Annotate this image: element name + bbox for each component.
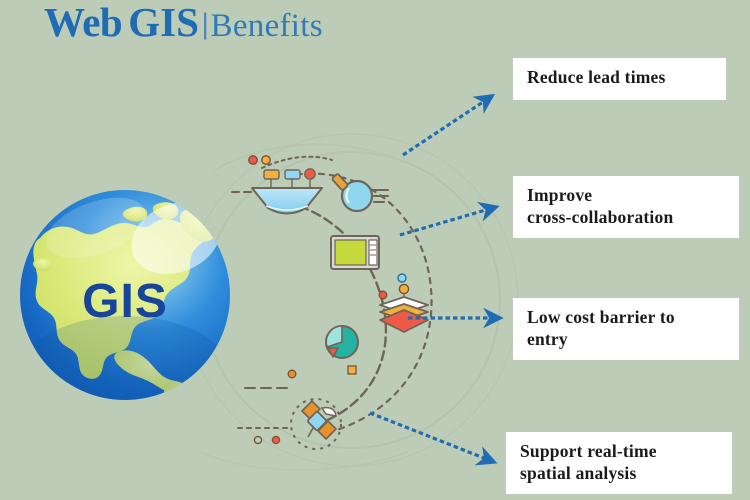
globe-label: GIS — [82, 275, 168, 328]
benefit-line-2: spatial analysis — [520, 462, 637, 483]
globe-sphere — [20, 190, 230, 400]
globe-landmasses — [21, 197, 229, 400]
benefit-box-reduce-lead-times[interactable]: Reduce lead times — [513, 58, 726, 100]
monitor-display-icon — [330, 235, 380, 270]
benefit-line-1: Support real-time — [520, 441, 657, 461]
title-divider: | — [201, 7, 209, 40]
data-collection-icon — [251, 168, 323, 215]
benefit-line-1: Reduce lead times — [527, 67, 666, 87]
map-layers-icon — [379, 283, 429, 333]
title-gis: GIS — [128, 0, 199, 45]
arrow-to-benefit-1 — [399, 201, 500, 237]
title-benefits: Benefits — [210, 8, 323, 44]
pie-chart-icon — [325, 325, 359, 359]
benefit-box-low-cost-barrier[interactable]: Low cost barrier to entry — [513, 298, 739, 360]
benefit-box-improve-cross-collaboration[interactable]: Improve cross-collaboration — [513, 176, 739, 238]
title-web: Web — [44, 0, 123, 45]
benefit-line-2: cross-collaboration — [527, 206, 674, 227]
magnifier-search-icon — [331, 173, 389, 213]
benefit-line-2: entry — [527, 328, 568, 349]
benefit-line-1: Low cost barrier to — [527, 307, 675, 327]
satellite-icon — [300, 399, 338, 441]
benefit-box-support-real-time-analysis[interactable]: Support real-time spatial analysis — [506, 432, 732, 494]
arrow-to-benefit-0 — [402, 93, 496, 157]
benefit-line-1: Improve — [527, 185, 593, 205]
arrow-to-benefit-3 — [369, 411, 498, 466]
